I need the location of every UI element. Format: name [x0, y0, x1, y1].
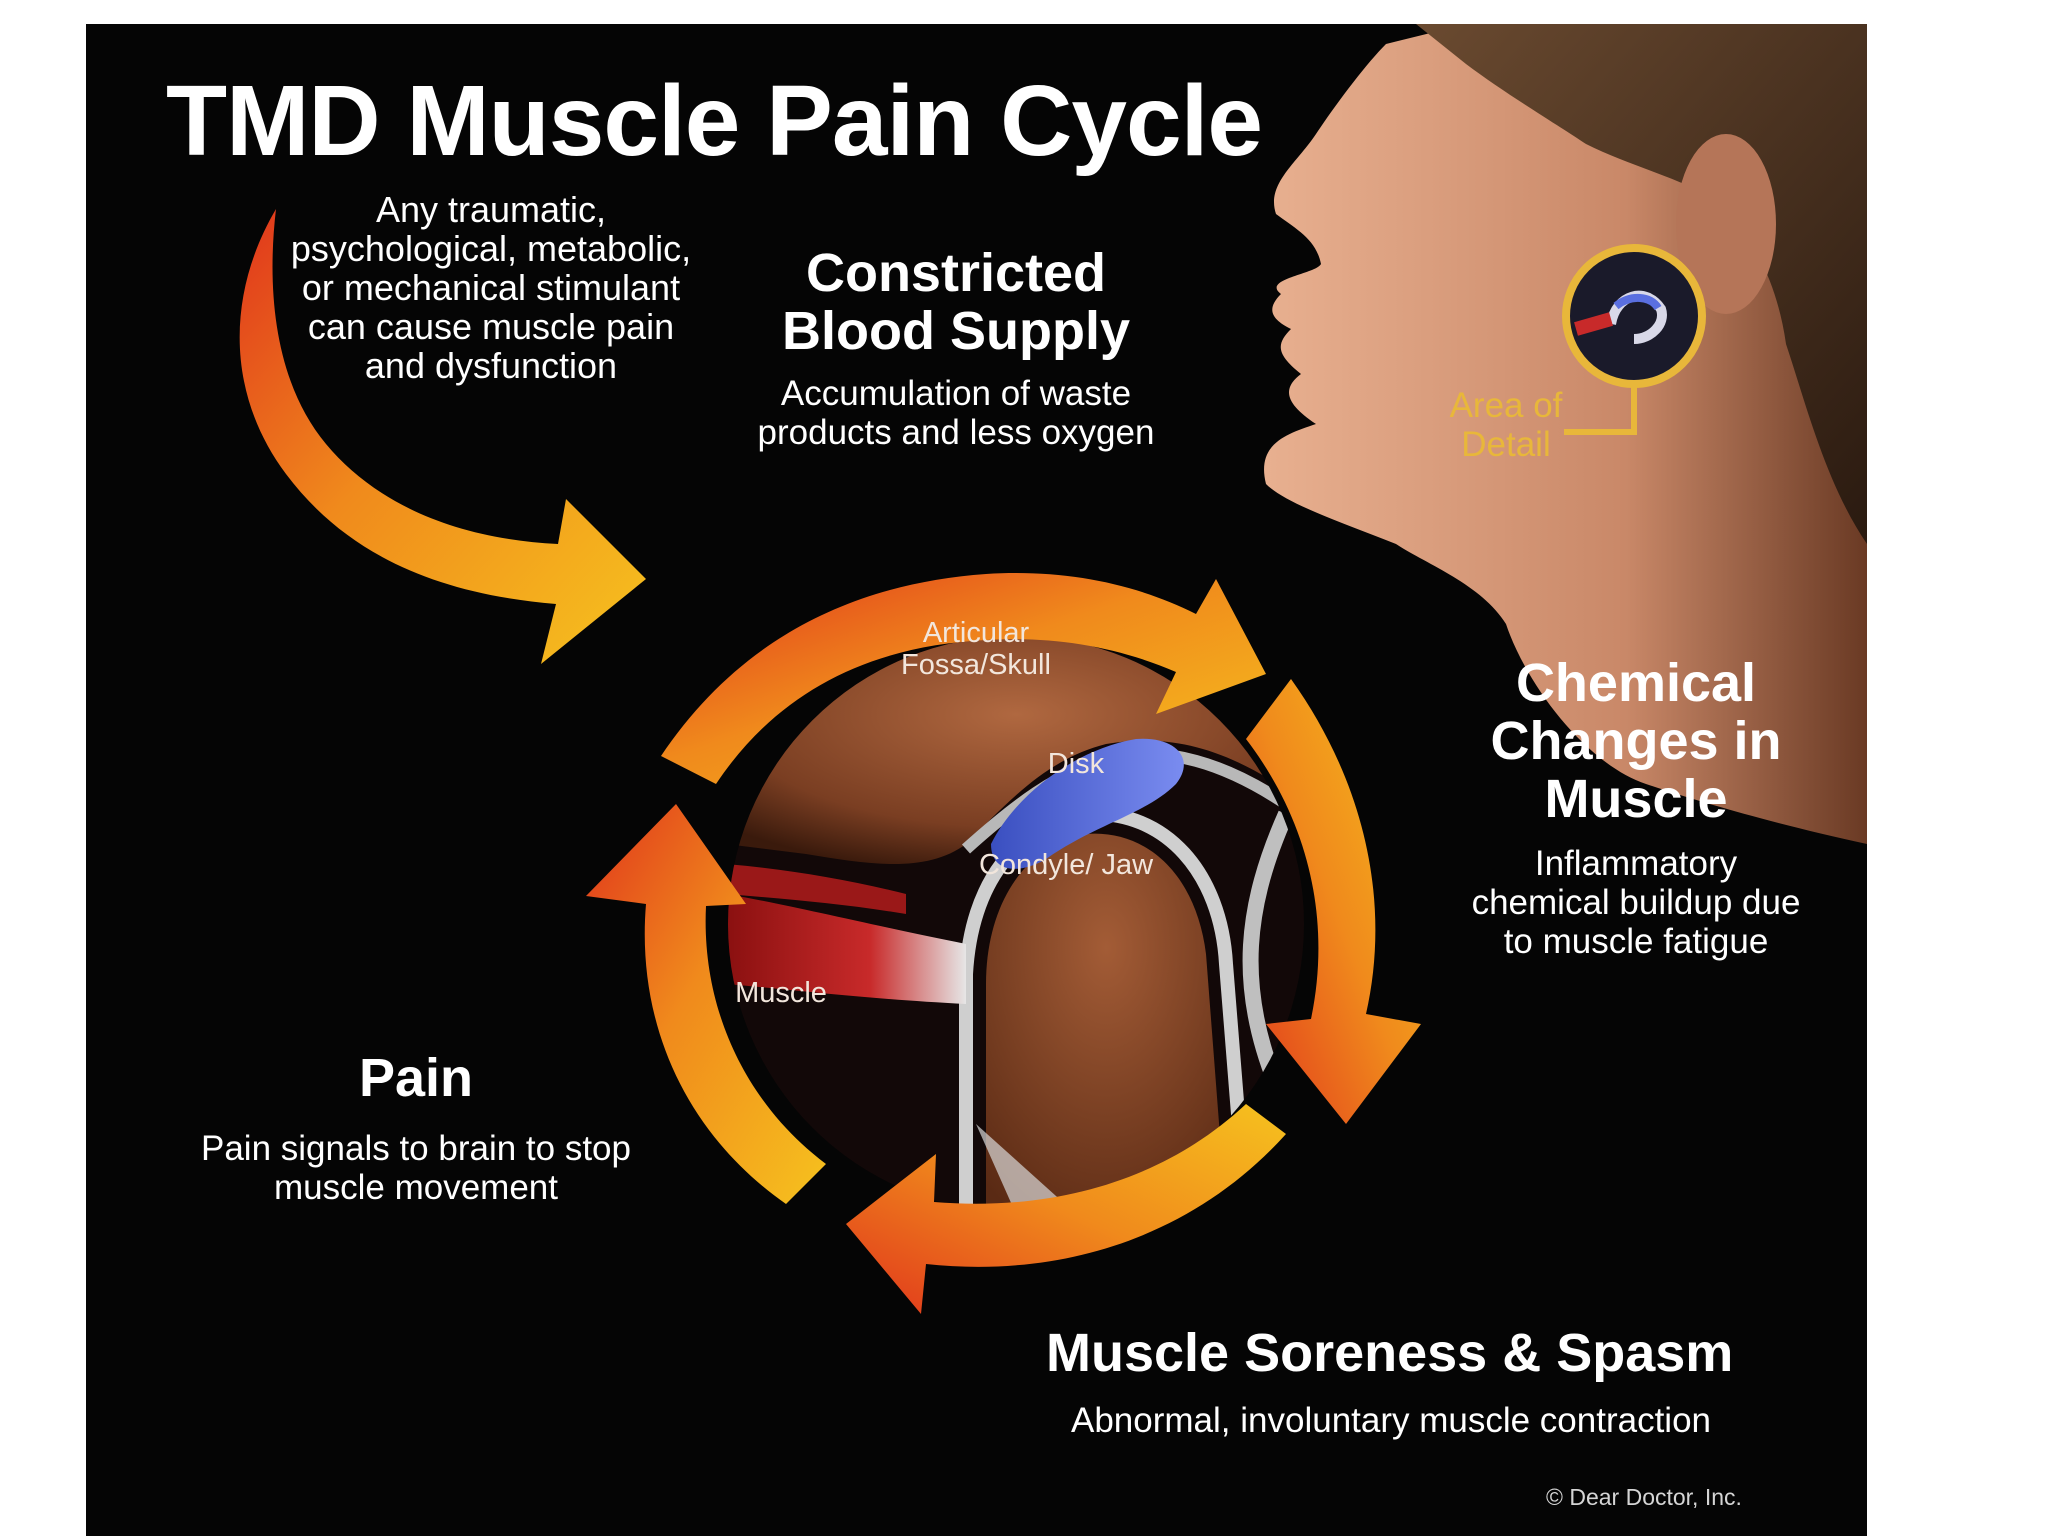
entry-arrow [239, 209, 646, 664]
stage-soreness-text: Abnormal, involuntary muscle contraction [1071, 1401, 1712, 1440]
stage-soreness-heading: Muscle Soreness & Spasm [1046, 1323, 1734, 1383]
stage-pain-text: Pain signals to brain to stop muscle mov… [201, 1129, 631, 1207]
diagram-panel: TMD Muscle Pain Cycle Any traumatic, psy… [86, 24, 1867, 1536]
stage-constricted-heading: Constricted Blood Supply [782, 243, 1130, 361]
stage-constricted-text: Accumulation of waste products and less … [757, 374, 1155, 452]
stimulus-text: Any traumatic, psychological, metabolic,… [290, 189, 692, 386]
diagram-title: TMD Muscle Pain Cycle [166, 65, 1263, 177]
diagram-artwork [239, 24, 1867, 1314]
label-fossa: Articular Fossa/Skull [901, 617, 1051, 681]
stage-chemical-heading: Chemical Changes in Muscle [1490, 653, 1782, 829]
label-disk: Disk [1047, 748, 1105, 780]
cycle-arrows [586, 573, 1421, 1314]
arrow-bottom [846, 1104, 1286, 1314]
stage-pain-heading: Pain [358, 1048, 474, 1108]
area-of-detail-label: Area of Detail [1449, 386, 1563, 464]
label-muscle: Muscle [735, 977, 827, 1009]
face-illustration [1264, 24, 1867, 844]
joint-cross-section [728, 636, 1304, 1212]
arrow-left [586, 804, 826, 1204]
arrow-top [661, 573, 1266, 784]
stage-chemical-text: Inflammatory chemical buildup due to mus… [1471, 844, 1801, 961]
copyright-text: © Dear Doctor, Inc. [1546, 1484, 1742, 1510]
arrow-right [1246, 679, 1421, 1124]
label-condyle: Condyle/ Jaw [978, 849, 1154, 881]
